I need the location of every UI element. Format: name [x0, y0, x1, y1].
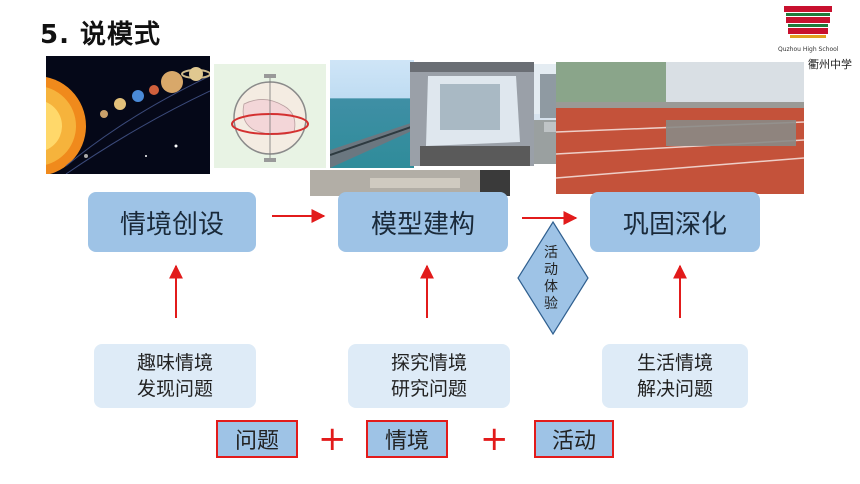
car-interior-photo [410, 62, 534, 166]
diamond-char: 体 [544, 279, 558, 295]
road-strip-photo [310, 170, 510, 196]
school-logo: Quzhou High School [778, 4, 839, 53]
school-name: Quzhou High School [778, 46, 839, 53]
title-text: 说模式 [79, 20, 161, 50]
stage-box-consolidate: 巩固深化 [590, 192, 760, 252]
solar-system-photo [46, 56, 210, 174]
plus-sign: + [480, 419, 509, 459]
sub-line: 研究问题 [390, 378, 467, 400]
activity-diamond-label: 活 动 体 验 [544, 245, 558, 313]
running-track-photo [556, 62, 804, 194]
diamond-char: 验 [544, 296, 558, 312]
plus-sign: + [318, 419, 347, 459]
sub-line: 解决问题 [636, 378, 713, 400]
tag-scenario: 情境 [366, 420, 448, 458]
stage-box-scenario: 情境创设 [88, 192, 256, 252]
sub-line: 探究情境 [390, 352, 467, 374]
school-calligraphy: 衢州中学 [808, 58, 852, 71]
sub-box-consolidate: 生活情境 解决问题 [602, 344, 748, 408]
sub-line: 发现问题 [136, 378, 213, 400]
title-number: 5. [40, 20, 70, 50]
diamond-char: 动 [544, 262, 558, 278]
page-title: 5. 说模式 [40, 14, 161, 51]
diamond-char: 活 [544, 245, 558, 261]
tag-activity: 活动 [534, 420, 614, 458]
stage-box-model: 模型建构 [338, 192, 508, 252]
globe-diagram-photo [214, 64, 326, 168]
sea-bridge-photo [330, 60, 414, 168]
sub-line: 趣味情境 [136, 352, 213, 374]
sub-box-scenario: 趣味情境 发现问题 [94, 344, 256, 408]
sub-line: 生活情境 [636, 352, 713, 374]
school-emblem-icon [784, 6, 832, 38]
activity-diamond [517, 220, 589, 336]
sub-box-model: 探究情境 研究问题 [348, 344, 510, 408]
tag-question: 问题 [216, 420, 298, 458]
